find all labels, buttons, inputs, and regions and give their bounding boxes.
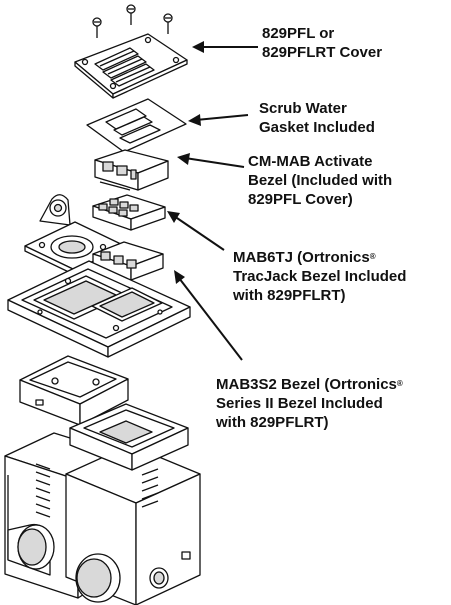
callout-cm-mab-line-1: CM-MAB Activate <box>248 153 373 170</box>
callout-cm-mab-line-2: Bezel (Included with <box>248 172 393 189</box>
callout-cm-mab-line-3: 829PFL Cover) <box>248 191 353 208</box>
arrow-gasket <box>195 114 249 121</box>
registered-mark: ® <box>369 252 376 261</box>
callout-arrows <box>167 41 258 361</box>
cm-mab-bezel <box>94 149 169 191</box>
callout-mab6tj-line-1: MAB6TJ (Ortronics <box>233 249 370 266</box>
callout-mab3s2-line-2: Series II Bezel Included <box>216 395 383 412</box>
callout-mab6tj-line-2: TracJack Bezel Included <box>233 268 407 285</box>
screws <box>92 4 173 38</box>
callout-mab3s2-line-1: MAB3S2 Bezel (Ortronics <box>216 376 397 393</box>
floor-box-body <box>4 432 201 605</box>
callout-mab6tj-line-3: with 829PFLRT) <box>233 287 346 304</box>
device-cup <box>69 403 189 471</box>
callout-cover-line-2: 829PFLRT Cover <box>262 44 383 61</box>
arrow-cmmab <box>184 157 245 168</box>
registered-mark: ® <box>396 379 403 388</box>
callout-mab3s2-line-1-wrap: MAB3S2 Bezel (Ortronics® <box>216 375 403 394</box>
callout-mab6tj-line-1-wrap: MAB6TJ (Ortronics® <box>233 248 406 267</box>
callout-mab3s2-line-3: with 829PFLRT) <box>216 414 329 431</box>
cover-frame <box>7 260 191 358</box>
cover-plate <box>74 33 188 99</box>
callout-gasket: Scrub Water Gasket Included <box>259 99 375 137</box>
callout-mab6tj: MAB6TJ (Ortronics® TracJack Bezel Includ… <box>233 248 406 305</box>
callout-cover: 829PFL or 829PFLRT Cover <box>262 24 382 62</box>
callout-mab3s2: MAB3S2 Bezel (Ortronics® Series II Bezel… <box>216 375 403 432</box>
mab6tj-bezel <box>92 194 166 231</box>
arrow-mab3s2 <box>178 277 243 361</box>
arrow-mab6tj <box>173 215 225 251</box>
callout-gasket-line-2: Gasket Included <box>259 119 375 136</box>
gasket <box>86 98 187 153</box>
callout-cm-mab: CM-MAB Activate Bezel (Included with 829… <box>248 152 392 209</box>
callout-cover-line-1: 829PFL or <box>262 25 335 42</box>
callout-gasket-line-1: Scrub Water <box>259 100 347 117</box>
inner-tray <box>19 355 129 426</box>
